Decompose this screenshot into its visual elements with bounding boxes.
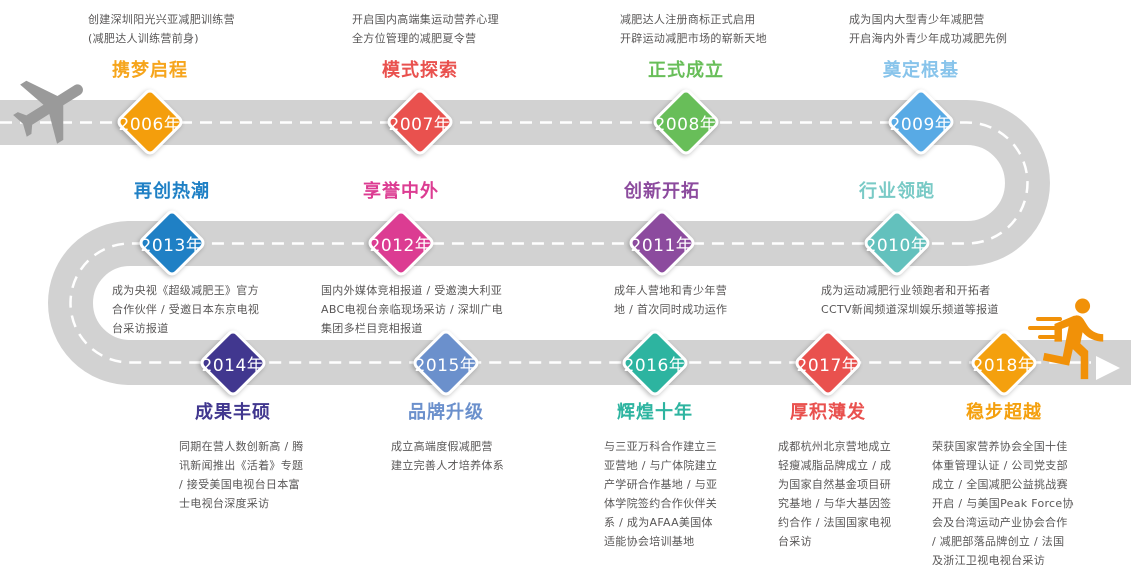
speed-line [1036,317,1062,321]
year-label: 2014年 [201,355,265,376]
milestone-description: 成立高端度假减肥营 建立完善人才培养体系 [391,440,504,472]
milestone-title: 稳步超越 [966,402,1042,423]
milestone-title: 品牌升级 [408,402,484,423]
milestone-description: 成都杭州北京营地成立 轻瘦减脂品牌成立 / 成 为国家自然基金项目研 究基地 /… [778,440,892,548]
milestone-title: 行业领跑 [859,181,935,202]
milestone-description: 国内外媒体竞相报道 / 受邀澳大利亚 ABC电视台亲临现场采访 / 深圳广电 集… [321,284,503,335]
milestone-title: 创新开拓 [624,181,700,202]
milestone-title: 成果丰硕 [195,402,271,423]
year-label: 2018年 [972,355,1036,376]
year-label: 2007年 [388,114,452,135]
speed-line [1038,335,1060,339]
milestone-title: 模式探索 [382,60,458,81]
runner-icon [1042,298,1104,380]
milestone-description: 减肥达人注册商标正式启用 开辟运动减肥市场的崭新天地 [620,13,767,45]
year-label: 2011年 [630,235,694,256]
milestone-title: 携梦启程 [112,60,188,81]
milestone-description: 与三亚万科合作建立三 亚营地 / 与广体院建立 产学研合作基地 / 与亚 体学院… [604,440,718,548]
airplane-icon [13,80,83,144]
milestone-title: 厚积薄发 [790,402,866,423]
year-label: 2015年 [414,355,478,376]
milestone-title: 享誉中外 [363,181,439,202]
milestone-description: 成为央视《超级减肥王》官方 合作伙伴 / 受邀日本东京电视 台采访报道 [112,284,260,335]
year-label: 2008年 [654,114,718,135]
speed-line [1028,326,1062,330]
milestone-description: 成为国内大型青少年减肥营 开启海内外青少年成功减肥先例 [849,13,1008,45]
milestone-description: 成为运动减肥行业领跑者和开拓者 CCTV新闻频道深圳娱乐频道等报道 [821,284,999,316]
year-label: 2012年 [369,235,433,256]
milestone-description: 开启国内高端集运动营养心理 全方位管理的减肥夏令营 [352,13,499,45]
year-label: 2009年 [889,114,953,135]
milestone-description: 成年人营地和青少年营 地 / 首次同时成功运作 [614,284,728,316]
milestone-title: 再创热潮 [134,181,210,202]
milestone-title: 正式成立 [648,60,724,81]
road-centerline [0,121,1091,364]
milestone-title: 奠定根基 [883,60,959,81]
year-label: 2006年 [118,114,182,135]
year-label: 2010年 [865,235,929,256]
milestone-description: 同期在营人数创新高 / 腾 讯新闻推出《活着》专题 / 接受美国电视台日本富 士… [179,440,304,510]
year-label: 2016年 [623,355,687,376]
milestone-description: 荣获国家营养协会全国十佳 体重管理认证 / 公司党支部 成立 / 全国减肥公益挑… [932,440,1074,565]
year-label: 2013年 [140,235,204,256]
year-label: 2017年 [796,355,860,376]
milestone-description: 创建深圳阳光兴亚减肥训练营 (减肥达人训练营前身) [88,13,235,45]
direction-arrow-icon [1096,356,1120,380]
milestone-title: 辉煌十年 [617,402,693,423]
